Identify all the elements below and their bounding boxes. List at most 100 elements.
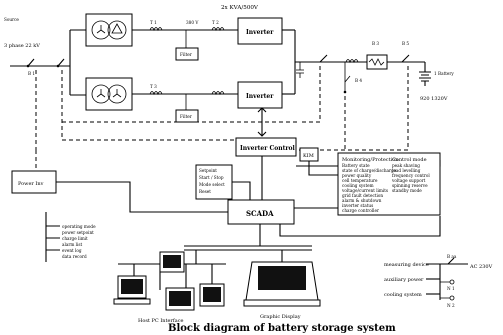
b2-contact — [56, 64, 60, 68]
scada-to-inputs — [232, 181, 251, 200]
power-inv-label: Power Inv — [18, 181, 44, 187]
control-link-arrow — [257, 107, 267, 137]
graphic-display-screen — [258, 266, 306, 290]
monitoring-line-9: charge controller — [342, 208, 379, 213]
kva-rating-label: 2x KVA/500V — [221, 5, 259, 11]
monitoring-line-8: inverter status — [342, 203, 373, 208]
aux-node-links — [440, 281, 450, 299]
scada-label: SCADA — [246, 209, 274, 218]
monitoring-line-0: Battery state — [342, 163, 370, 168]
kim-to-monitor — [308, 161, 338, 176]
scada-box — [227, 199, 295, 225]
network-bus — [184, 245, 312, 251]
transformer-box-2 — [85, 77, 133, 111]
auxiliary-power-label: auxiliary power — [384, 277, 424, 283]
scada-bottom-line-3: alarm list — [62, 242, 82, 247]
aux-breaker — [447, 257, 455, 265]
dc-resistor-zigzag — [368, 58, 385, 66]
inverter-control-box — [235, 137, 297, 157]
inverter-2-label: Inverter — [246, 93, 274, 100]
control-line-4: spinning reserve — [392, 183, 428, 188]
inverter-1-box — [237, 17, 283, 45]
scada-input-0: Setpoint — [199, 168, 217, 173]
monitoring-line-2: power quality — [342, 173, 372, 178]
source-label: Source — [4, 17, 19, 22]
b1-label: B 1 — [28, 71, 35, 76]
scada-bottom-line-0: operating mode — [62, 224, 96, 229]
cooling-system-label: cooling system — [384, 292, 422, 298]
pc-screen-left — [121, 279, 143, 294]
lower-inductor-1 — [149, 91, 163, 96]
scada-bottom-line-2: charge limit — [62, 236, 88, 241]
transformer-2-wye-a — [96, 89, 106, 98]
monitoring-line-7: alarm & shutdown — [342, 198, 382, 203]
ac-voltage-label: AC 230V — [469, 264, 493, 270]
control-line-5: standby mode — [392, 188, 422, 193]
power-inv-to-scada — [56, 181, 228, 213]
upper-inductor-2 — [211, 27, 225, 32]
pc-screen-right — [203, 287, 221, 302]
scada-input-2: Mode select — [199, 182, 225, 187]
transformer-1-delta — [111, 23, 123, 34]
transformer-box-1 — [85, 13, 133, 47]
graphic-display-stand — [243, 299, 321, 307]
b-aux-label: B aa — [447, 254, 457, 259]
monitoring-title: Monitoring/Protection — [342, 157, 399, 163]
n2-label: N 2 — [447, 303, 455, 308]
dashed-right-b5 — [296, 66, 409, 151]
upper-inductor-1 — [149, 27, 163, 32]
b4-switch — [344, 75, 351, 83]
dc-inductor — [345, 59, 359, 64]
transformer-2-wye-b — [112, 89, 122, 98]
filter-1-label: Filter — [180, 52, 192, 57]
aux-node-1 — [449, 279, 455, 285]
aux-node-2 — [449, 295, 455, 301]
filter-2-box — [175, 109, 199, 123]
voltage-380-label: 380 V — [186, 20, 199, 25]
scada-right-rail — [279, 216, 441, 237]
measuring-device-label: measuring device — [384, 262, 429, 268]
diagram-caption: Block diagram of battery storage system — [168, 323, 396, 334]
dc-capacitor — [296, 62, 304, 78]
battery-voltage-label: 920 1320V — [420, 96, 448, 102]
control-title: Control mode — [392, 157, 427, 163]
transformer-1-winding-a — [91, 20, 111, 40]
control-line-1: load levelling — [392, 168, 421, 173]
t3-label: T 3 — [150, 84, 157, 89]
filter-2-label: Filter — [180, 114, 192, 119]
b3-label: B 3 — [372, 41, 379, 46]
transformer-1-winding-b — [107, 20, 127, 40]
transformer-2-winding-b — [107, 84, 127, 104]
scada-input-3: Reset — [199, 189, 211, 194]
b5-switch — [401, 54, 410, 63]
dashed-right-b3 — [300, 66, 321, 123]
b3-switch — [319, 54, 328, 63]
kim-label: KIM — [303, 153, 314, 159]
control-line-3: voltage support — [391, 178, 426, 183]
monitoring-line-4: cooling system — [342, 183, 374, 188]
pc-keyboard-left — [113, 298, 151, 305]
scada-down-bracket — [45, 212, 60, 262]
pc-screen-mid — [169, 291, 191, 306]
inverter-2-box — [237, 81, 283, 109]
transformer-2-winding-a — [91, 84, 111, 104]
t2-label: T 2 — [212, 20, 219, 25]
monitoring-line-1: state of charge/discharge — [342, 168, 397, 173]
inverter-1-label: Inverter — [246, 29, 274, 36]
pc-screen-top — [163, 255, 181, 268]
n1-label: N 1 — [447, 286, 455, 291]
monitoring-line-6: grid fault detection — [342, 193, 383, 198]
monitoring-notes-box — [337, 152, 441, 216]
scada-input-1: Start / Stop — [199, 175, 224, 180]
b4-label: B 4 — [355, 78, 362, 83]
inverter-control-label: Inverter Control — [240, 145, 296, 152]
battery-note: 1 Battery — [434, 71, 454, 76]
b1-breaker — [27, 58, 35, 67]
filter-1-box — [175, 47, 199, 61]
t1-label: T 1 — [150, 20, 157, 25]
b4-contact — [343, 90, 347, 94]
monitoring-line-5: voltage/current limits — [341, 188, 388, 193]
b5-label: B 5 — [402, 41, 409, 46]
scada-bottom-line-5: data record — [62, 254, 87, 259]
